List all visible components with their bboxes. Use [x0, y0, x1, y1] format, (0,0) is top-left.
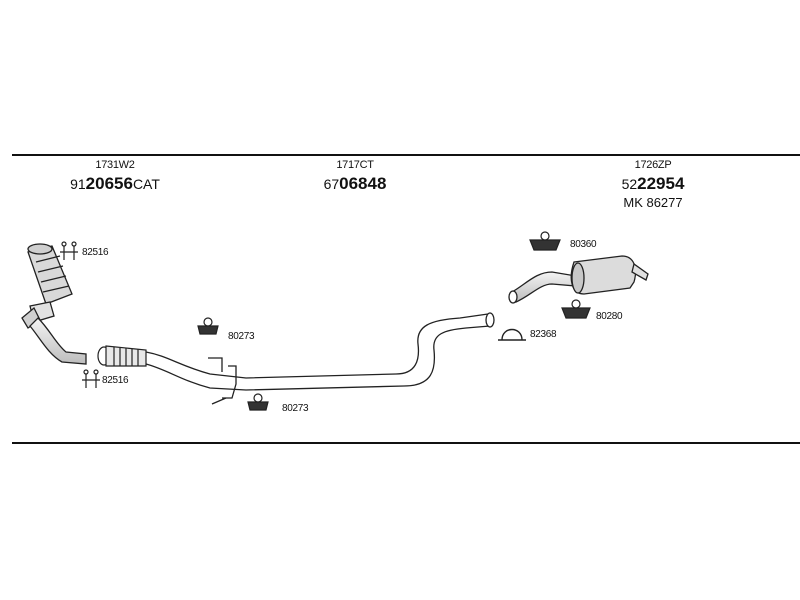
group-rear-ref: 1726ZP — [634, 159, 672, 171]
pipe-rods — [208, 357, 237, 405]
group-front-number: 9120656CAT — [70, 174, 160, 193]
rear-silencer — [570, 255, 649, 295]
part-label-hanger-mid-bottom: 80273 — [282, 403, 309, 414]
group-middle-ref: 1717CT — [336, 159, 374, 171]
group-rear-number: 5222954 — [621, 174, 685, 193]
group-middle: 1717CT 6706848 — [300, 159, 410, 193]
part-label-hanger-mid-top: 80273 — [228, 331, 255, 342]
hanger-icon-rear-bottom — [561, 299, 591, 319]
clamp-icon-bottom — [82, 369, 100, 388]
group-rear: 1726ZP 5222954 MK 86277 — [598, 159, 708, 210]
part-label-hanger-rear-bottom: 80280 — [596, 311, 623, 322]
group-rear-kit: MK 86277 — [623, 195, 683, 210]
group-middle-number: 6706848 — [323, 174, 387, 193]
hanger-icon-mid-bottom — [247, 393, 269, 411]
clamp-icon-top — [60, 241, 78, 260]
flex-joint — [97, 345, 147, 367]
group-front: 1731W2 9120656CAT — [55, 159, 175, 193]
rear-pipe — [508, 271, 577, 304]
part-label-clamp-bottom: 82516 — [102, 375, 129, 386]
catalytic-converter — [21, 243, 73, 329]
group-front-ref: 1731W2 — [95, 159, 135, 171]
hanger-icon-mid-top — [197, 317, 219, 335]
part-label-clamp-rear: 82368 — [530, 329, 557, 340]
part-label-clamp-top: 82516 — [82, 247, 109, 258]
front-pipe — [29, 317, 87, 365]
top-rule — [12, 154, 800, 156]
hanger-icon-rear-top — [529, 231, 561, 251]
part-label-hanger-rear-top: 80360 — [570, 239, 597, 250]
middle-pipe — [145, 312, 495, 391]
bottom-rule — [12, 442, 800, 444]
clamp-icon-rear — [498, 328, 526, 341]
